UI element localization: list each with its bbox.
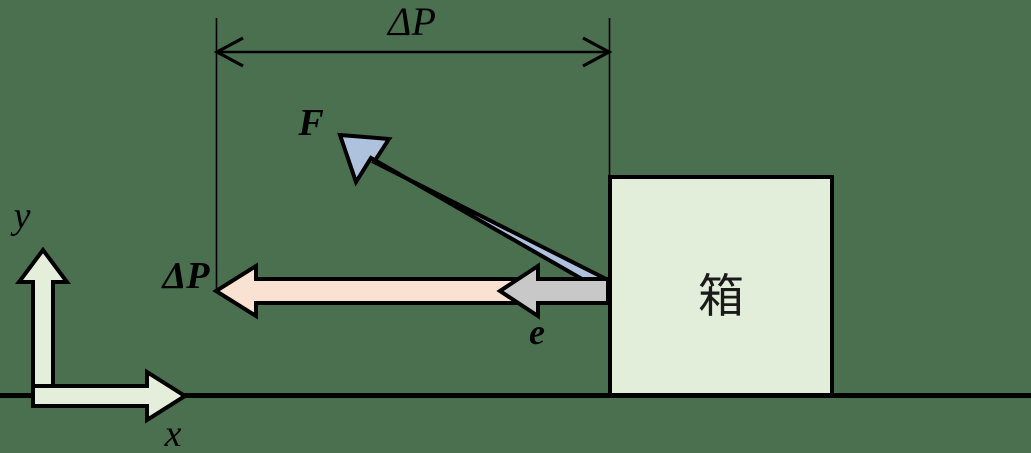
force-vector-F (337, 132, 611, 298)
axis-y (15, 246, 71, 398)
axis-y-arrow-shape (15, 246, 71, 398)
unit-vector-label-e: e (529, 312, 545, 352)
momentum-label-delta-p: ΔP (160, 255, 210, 297)
unit-vector-arrow-shape (496, 262, 610, 320)
axis-x (31, 368, 189, 424)
dimension-arrowhead-right-icon (582, 36, 613, 68)
box (608, 175, 834, 397)
axis-y-label: y (10, 195, 31, 237)
axis-x-label: x (164, 413, 182, 453)
dimension-label-delta-p: ΔP (386, 0, 436, 44)
unit-vector-e (496, 262, 610, 320)
dimension-arrowhead-left-icon (213, 36, 244, 68)
force-label-F: F (297, 102, 323, 144)
axis-x-arrow-shape (31, 368, 189, 424)
force-arrow-shape (337, 132, 611, 298)
box-label: 箱 (698, 269, 744, 323)
